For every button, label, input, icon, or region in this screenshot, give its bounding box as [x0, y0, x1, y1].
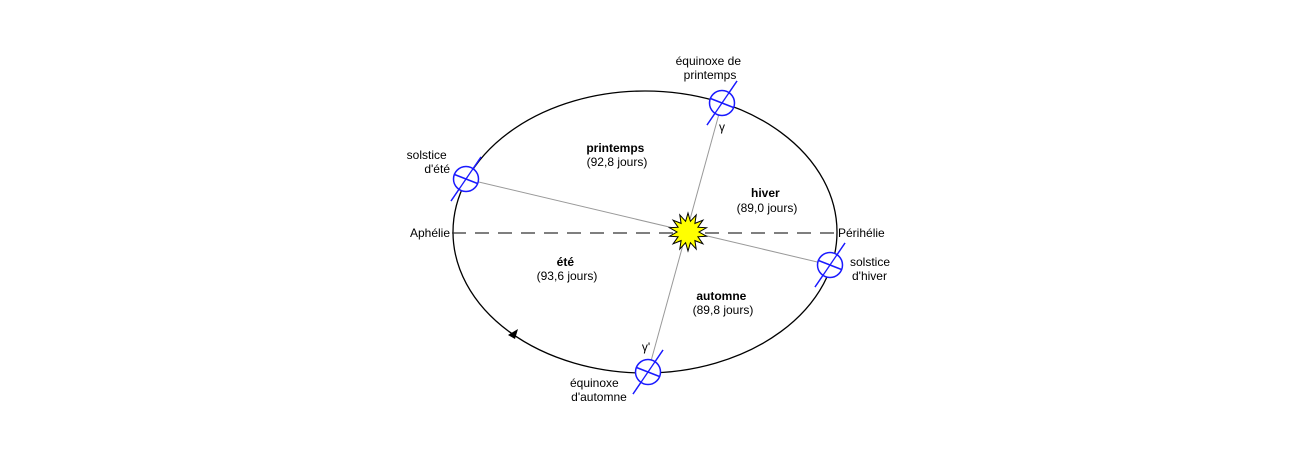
aphelion-label: Aphélie [410, 226, 450, 240]
winter-solstice-label: solstice d'hiver [850, 255, 893, 283]
solstice-line [465, 178, 831, 266]
sun-icon [667, 211, 709, 253]
earth-icon [450, 156, 482, 202]
earth-orbit [452, 90, 838, 374]
earth-icon [814, 242, 846, 288]
earth-icon [706, 80, 738, 126]
spring-equinox-label: équinoxe de printemps [676, 54, 745, 82]
perihelion-label: Périhélie [838, 226, 885, 240]
season-winter: hiver (89,0 jours) [737, 186, 798, 215]
autumn-equinox-label: équinoxe d'automne [570, 376, 627, 404]
season-autumn: automne (89,8 jours) [693, 289, 754, 317]
direction-arrow-icon [508, 329, 518, 339]
gamma-prime-label: γ' [642, 340, 650, 354]
season-summer: été (93,6 jours) [537, 255, 598, 283]
gamma-label: γ [719, 120, 725, 134]
summer-solstice-label: solstice d'été [407, 148, 451, 176]
earth-icon [632, 349, 664, 395]
season-spring: printemps (92,8 jours) [586, 141, 647, 169]
